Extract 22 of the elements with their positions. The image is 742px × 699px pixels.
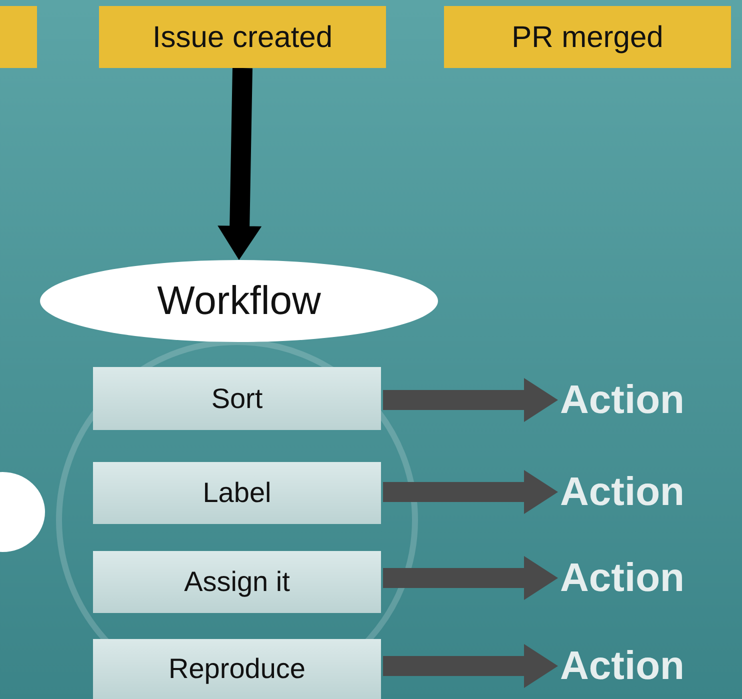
trigger-label: Issue created (152, 20, 333, 56)
action-label: Action (560, 555, 684, 602)
trigger-box (99, 6, 386, 68)
arrow (383, 378, 558, 422)
arrow (218, 68, 262, 260)
arrow (383, 470, 558, 514)
step-box (93, 367, 381, 430)
step-label: Label (202, 476, 272, 510)
step-box (93, 639, 381, 699)
trigger-label: PR merged (512, 20, 664, 56)
arrow (383, 644, 558, 688)
step-label: Reproduce (168, 652, 306, 686)
step-label: Assign it (184, 565, 290, 599)
workflow-label: Workflow (157, 278, 321, 325)
step-box (93, 551, 381, 613)
trigger-box (444, 6, 731, 68)
arrow (383, 556, 558, 600)
step-label: Sort (211, 382, 263, 416)
action-label: Action (560, 643, 684, 690)
step-box (93, 462, 381, 524)
action-label: Action (560, 377, 684, 424)
action-label: Action (560, 469, 684, 516)
